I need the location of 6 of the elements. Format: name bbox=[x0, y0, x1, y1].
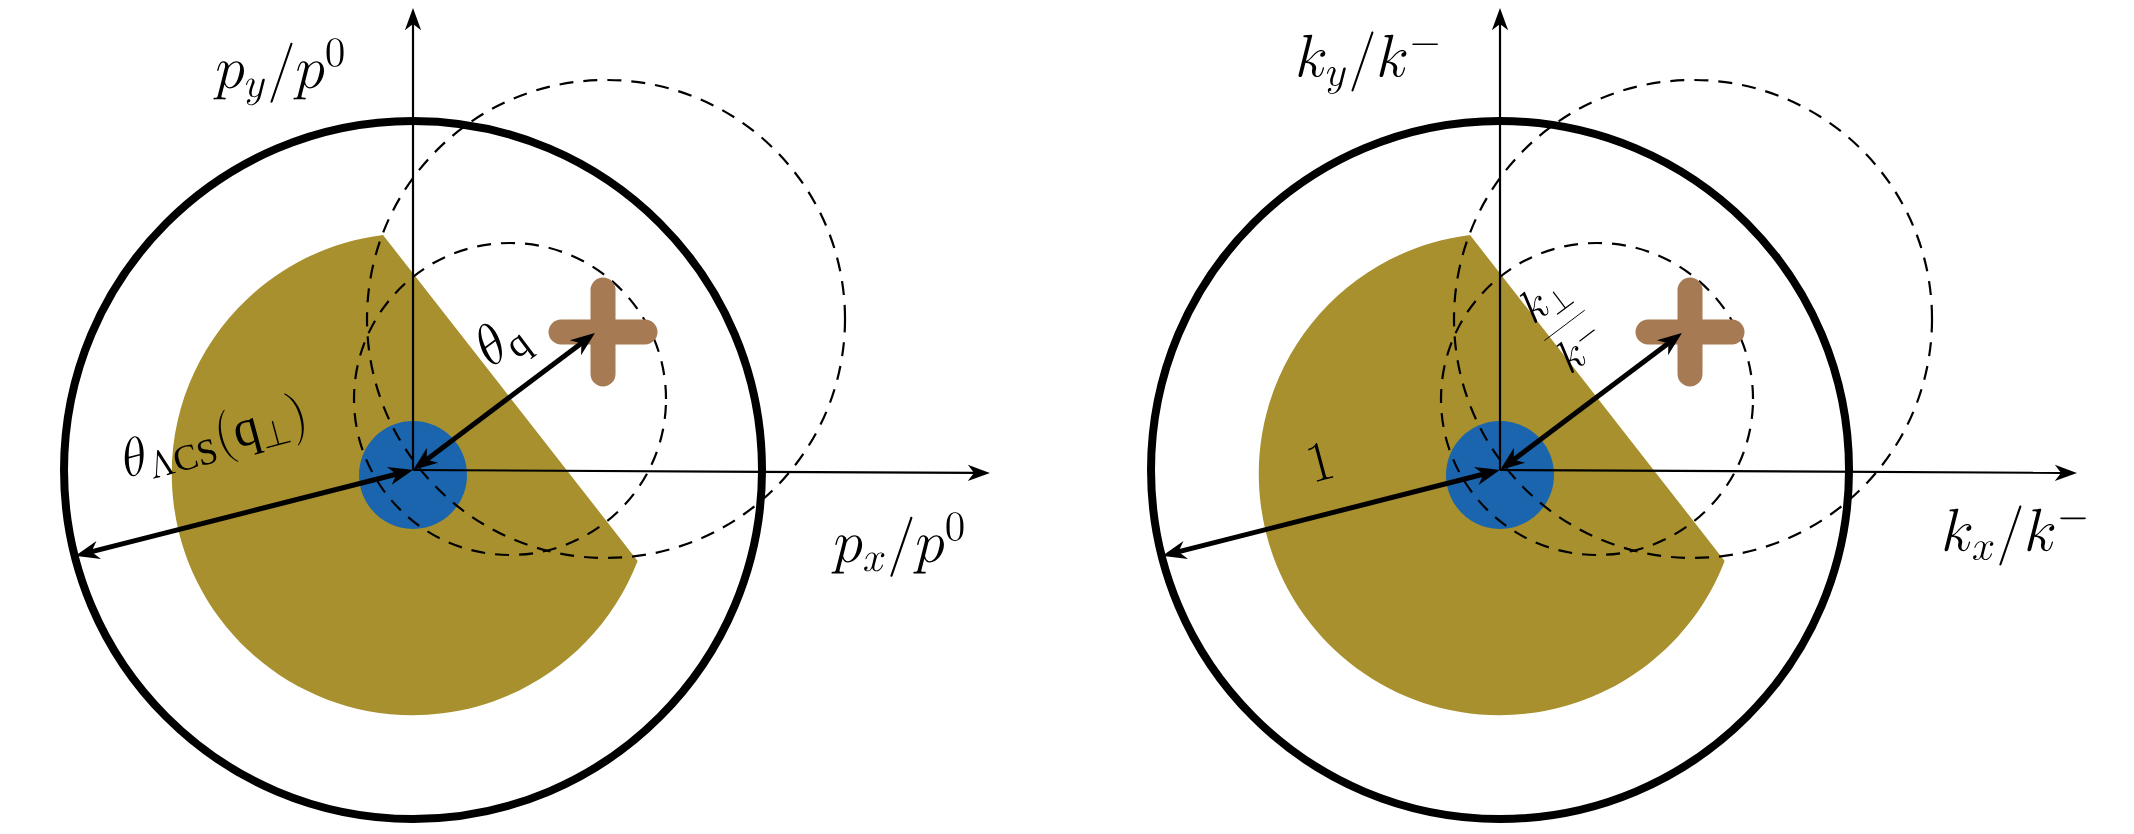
axis-label: $k_x/k^-$ bbox=[1944, 505, 2086, 566]
axis-label: $p_y/p^0$ bbox=[213, 38, 344, 106]
radius-label: $1$ bbox=[1308, 442, 1334, 482]
angle-label: $\theta_{\mathrm{q}}$ bbox=[478, 323, 537, 365]
axis-label: $k_y/k^-$ bbox=[1298, 31, 1438, 95]
axis-label: $p_x/p^0$ bbox=[831, 512, 964, 577]
